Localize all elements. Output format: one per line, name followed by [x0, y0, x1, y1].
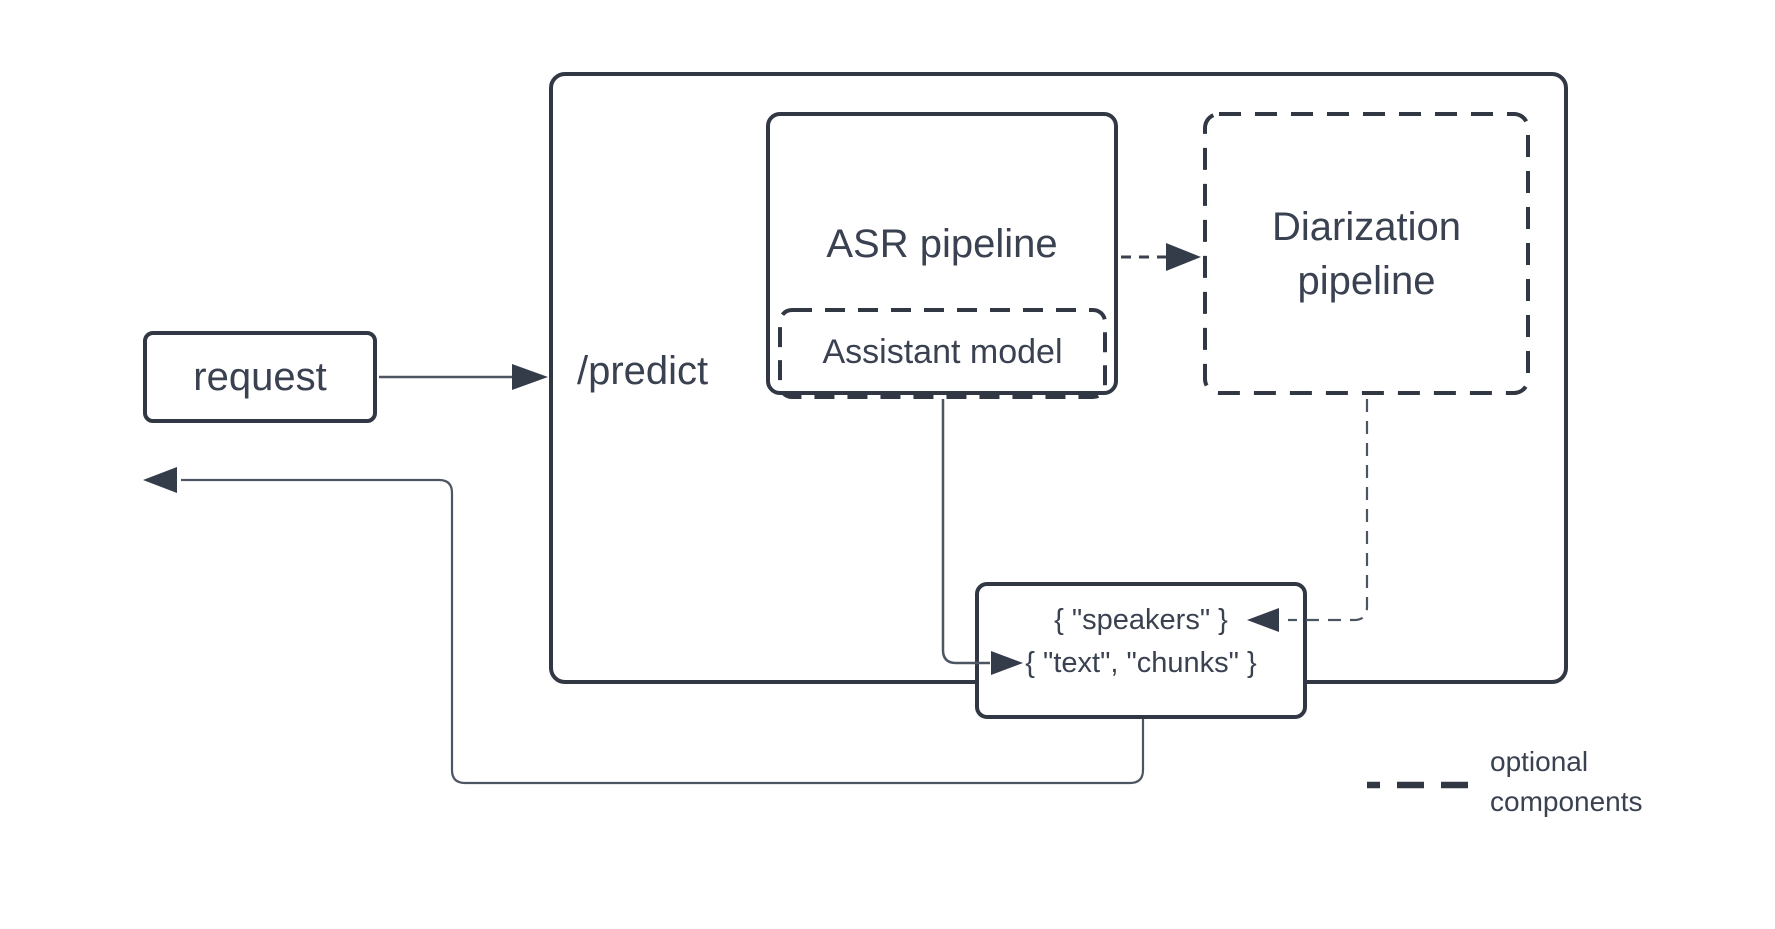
- diarization-pipeline-node: Diarization pipeline: [1203, 112, 1530, 395]
- assistant-model-label: Assistant model: [822, 333, 1063, 371]
- request-label: request: [193, 354, 327, 399]
- asr-pipeline-label: ASR pipeline: [826, 222, 1058, 266]
- predict-label: /predict: [577, 349, 709, 393]
- legend-label: optional components: [1490, 746, 1643, 817]
- output-line-text-chunks: { "text", "chunks" }: [1025, 647, 1257, 679]
- arrow-request-to-predict: [379, 364, 548, 390]
- output-node: { "speakers" } { "text", "chunks" }: [975, 582, 1307, 719]
- assistant-model-node: Assistant model: [778, 308, 1107, 397]
- diarization-pipeline-label: Diarization pipeline: [1272, 204, 1461, 303]
- output-line-speakers: { "speakers" }: [1054, 604, 1228, 636]
- request-node: request: [143, 331, 377, 423]
